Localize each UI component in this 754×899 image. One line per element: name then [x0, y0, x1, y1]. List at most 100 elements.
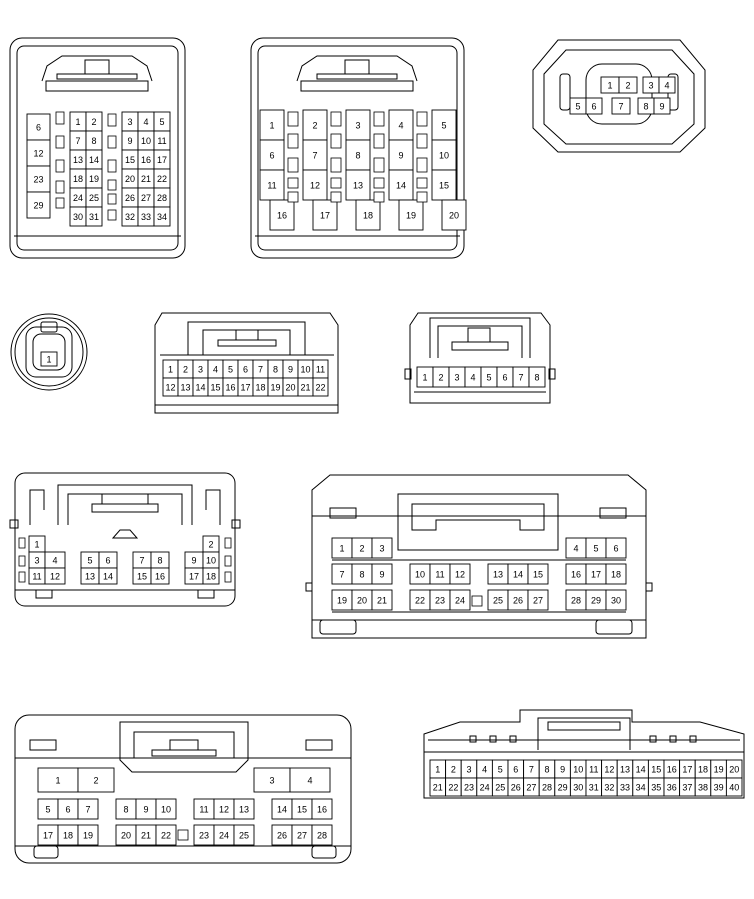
blank-cavity [55, 197, 65, 209]
pin-cavity [311, 824, 333, 846]
pin-number: 7 [75, 136, 80, 146]
latch [429, 317, 531, 358]
pin-number: 20 [729, 765, 739, 775]
pin-cavity [605, 563, 627, 585]
pin-cavity [77, 767, 115, 793]
pin-cavity [611, 97, 631, 115]
pin-number: 1 [339, 544, 344, 554]
pin-number: 8 [359, 570, 364, 580]
pin-number: 31 [589, 783, 599, 793]
pin-number: 15 [137, 572, 147, 582]
latch [451, 341, 509, 351]
pin-number: 14 [103, 572, 113, 582]
blank-cavity [471, 595, 483, 607]
pin-number: 30 [73, 212, 83, 222]
pin-number: 32 [125, 212, 135, 222]
pin-number: 3 [379, 544, 384, 554]
pin-number: 12 [219, 805, 229, 815]
pin-cavity [150, 567, 170, 585]
latch [57, 484, 193, 525]
pin-number: 4 [482, 765, 487, 775]
pin-number: 18 [206, 572, 216, 582]
pin-number: 8 [355, 151, 360, 161]
pin-number: 10 [141, 136, 151, 146]
pin-number: 17 [240, 383, 250, 393]
latch [111, 529, 139, 539]
connector-b43: 1 [10, 313, 88, 391]
pin-cavity [431, 169, 457, 201]
pin-number: 14 [396, 181, 406, 191]
pin-number: 27 [526, 783, 536, 793]
pin-number: 1 [607, 81, 612, 91]
blank-cavity [224, 571, 232, 583]
pin-number: 28 [157, 193, 167, 203]
pin-cavity [449, 589, 471, 611]
pin-number: 10 [439, 151, 449, 161]
pin-number: 15 [533, 570, 543, 580]
pin-number: 17 [682, 765, 692, 775]
pin-number: 4 [307, 776, 312, 786]
latch [689, 735, 697, 743]
latch [169, 739, 199, 751]
pin-cavity [202, 567, 220, 585]
pin-number: 32 [604, 783, 614, 793]
pin-number: 13 [493, 570, 503, 580]
latch [133, 731, 235, 758]
pin-number: 4 [143, 117, 148, 127]
pin-cavity [259, 139, 285, 171]
pin-number: 11 [316, 365, 325, 375]
latch [397, 493, 559, 551]
connector-housing [10, 313, 88, 391]
blank-cavity [107, 179, 117, 191]
pin-number: 6 [65, 805, 70, 815]
pin-number: 24 [455, 596, 465, 606]
pin-number: 18 [255, 383, 265, 393]
blank-cavity [287, 191, 299, 203]
pin-number: 25 [239, 831, 249, 841]
blank-cavity [373, 177, 385, 189]
pin-number: 4 [573, 544, 578, 554]
blank-cavity [55, 111, 65, 125]
blank-cavity [107, 209, 117, 221]
pin-number: 1 [75, 117, 80, 127]
pin-number: 11 [32, 572, 41, 582]
pin-cavity [527, 563, 549, 585]
pin-number: 6 [591, 102, 596, 112]
pin-cavity [618, 76, 638, 94]
pin-number: 8 [544, 765, 549, 775]
pin-number: 1 [435, 765, 440, 775]
pin-cavity [153, 206, 171, 227]
pin-number: 1 [55, 776, 60, 786]
pin-number: 17 [591, 570, 601, 580]
pin-number: 6 [36, 123, 41, 133]
pin-cavity [85, 206, 103, 227]
lock-tab [329, 507, 357, 519]
pin-number: 10 [415, 570, 425, 580]
pin-number: 4 [664, 81, 669, 91]
connector-housing [543, 49, 695, 145]
pin-cavity [233, 798, 255, 820]
pin-number: 34 [636, 783, 646, 793]
pin-number: 3 [127, 117, 132, 127]
pin-number: 8 [157, 556, 162, 566]
latch [669, 735, 677, 743]
pin-cavity [44, 567, 66, 585]
pin-number: 24 [219, 831, 229, 841]
pin-number: 26 [125, 193, 135, 203]
connector-housing [14, 472, 236, 607]
pin-number: 9 [659, 102, 664, 112]
pin-cavity [312, 377, 329, 397]
pin-number: 19 [89, 174, 99, 184]
pin-number: 3 [454, 373, 459, 383]
pin-cavity [233, 824, 255, 846]
pin-number: 1 [168, 365, 173, 375]
pin-number: 23 [464, 783, 474, 793]
pin-number: 5 [593, 544, 598, 554]
pin-number: 27 [533, 596, 543, 606]
pin-number: 1 [269, 121, 274, 131]
pin-number: 35 [651, 783, 661, 793]
latch [45, 80, 149, 92]
pin-number: 25 [495, 783, 505, 793]
